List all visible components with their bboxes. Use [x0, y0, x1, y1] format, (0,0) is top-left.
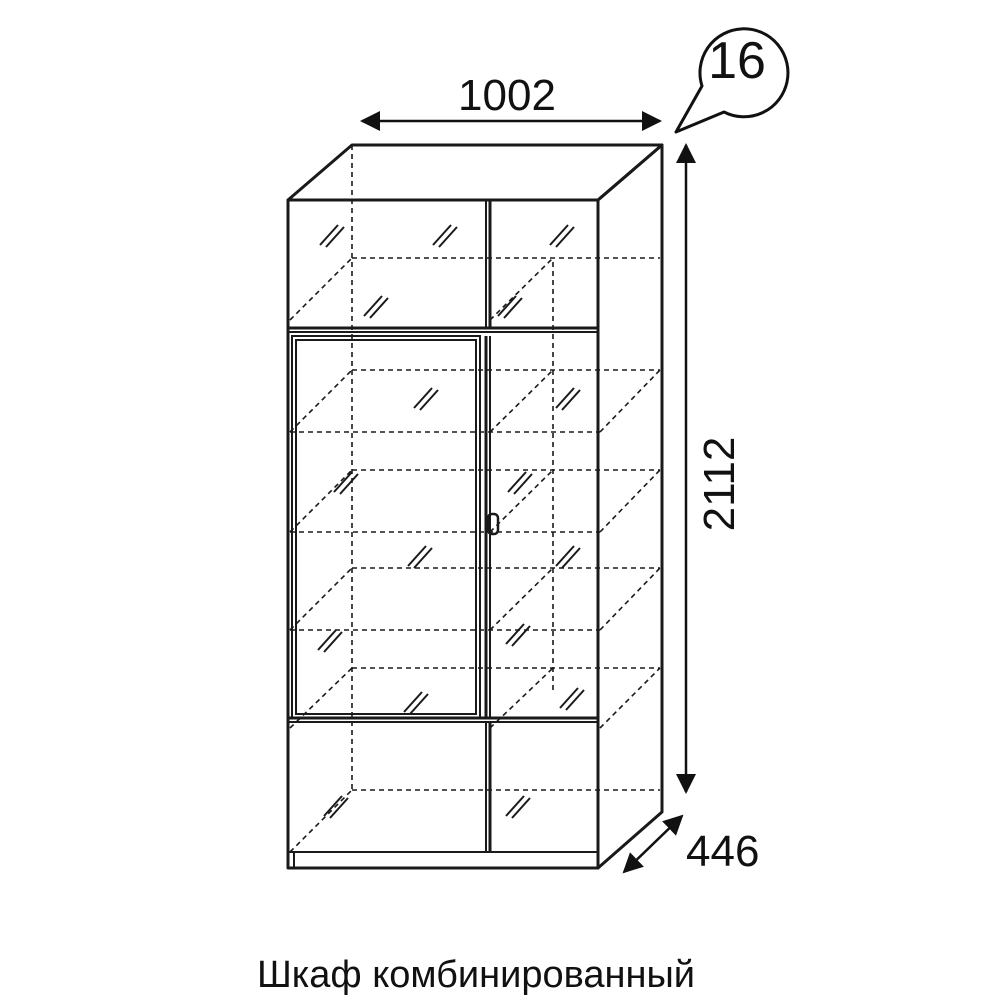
width-dimension: 1002	[360, 71, 662, 131]
hidden-lines	[289, 145, 661, 853]
front-panels	[288, 200, 598, 852]
height-label: 2112	[695, 437, 744, 532]
glass-glare-marks	[317, 224, 585, 819]
item-number-callout: 16	[674, 27, 790, 134]
caption: Шкаф комбинированный	[257, 954, 695, 996]
height-dimension: 2112	[676, 143, 744, 794]
item-number: 16	[708, 32, 766, 90]
depth-dimension: 446	[622, 814, 759, 876]
width-label: 1002	[458, 71, 556, 120]
door-handle-icon	[486, 512, 500, 536]
depth-label: 446	[686, 827, 759, 876]
cabinet-outline	[286, 143, 664, 870]
